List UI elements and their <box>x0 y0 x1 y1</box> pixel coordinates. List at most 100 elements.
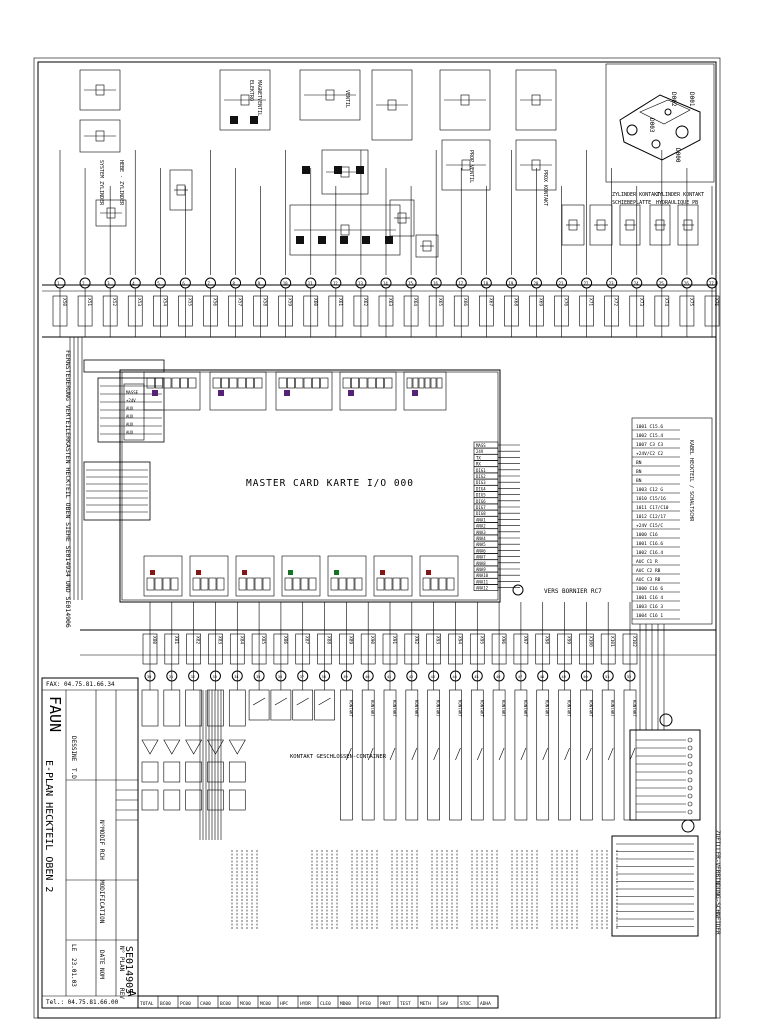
top-terminal-label-22: X72 <box>613 298 619 306</box>
device-box-8 <box>371 69 413 141</box>
device-box-12 <box>441 139 491 191</box>
bottom-terminal-5 <box>253 670 265 682</box>
top-terminal-num-18: 19 <box>508 281 513 286</box>
mc-pin-label-10: DIG7 <box>476 505 486 510</box>
bottom-terminal-num-12: 42 <box>409 675 413 679</box>
bottom-terminal-0 <box>144 670 156 682</box>
top-terminal-num-21: 22 <box>584 281 589 286</box>
right-list-item-12: 1000 C16 <box>636 532 658 538</box>
component-desc-1: HEBE - ZYLINDER <box>118 160 124 206</box>
bc-switch-16 <box>492 689 506 821</box>
svg-text:D002: D002 <box>670 92 677 107</box>
mc-top-block-2 <box>275 371 333 411</box>
bottom-terminal-label-16: X96 <box>500 636 506 644</box>
bottom-terminal-label-21: X101 <box>609 636 615 647</box>
bottom-terminal-label-20: X100 <box>587 636 593 647</box>
coil-9 <box>356 166 364 174</box>
right-list-item-15: AUC C1 R <box>636 559 658 565</box>
bc-tri-0 <box>141 739 159 755</box>
conn-pin-5 <box>687 777 693 783</box>
bottom-components: KONTAKT KONTAKT KONTAKT KONTAKT KONTAKT KONTA… <box>141 689 637 840</box>
bottom-terminal-label-9: X89 <box>347 636 353 644</box>
mc-pin-label-23: ANA12 <box>476 586 489 591</box>
top-terminal-num-0: 1 <box>57 281 60 286</box>
mc-pin-label-5: DIG2 <box>476 474 486 479</box>
bottom-terminal-1 <box>166 670 178 682</box>
bottom-terminal-num-16: 46 <box>496 675 500 679</box>
coil-7 <box>302 166 310 174</box>
vers-borner-label: VERS BORNIER RC7 <box>544 588 602 595</box>
component-desc-0: SYSTEM ZYLINDER <box>98 160 104 206</box>
coil-6 <box>385 236 393 244</box>
right-list-item-19: 1001 C16 4 <box>636 595 663 601</box>
bc-switch-17 <box>514 689 528 821</box>
top-terminal-label-7: X57 <box>237 298 243 306</box>
bottom-terminal-label-2: X82 <box>195 636 201 644</box>
top-terminal-label-17: X67 <box>487 298 493 306</box>
mc-pin-label-21: ANA10 <box>476 573 489 578</box>
top-terminal-num-6: 7 <box>207 281 210 286</box>
top-terminal-num-14: 15 <box>408 281 413 286</box>
plan-number: SE014905 <box>123 946 134 994</box>
top-terminal-label-19: X69 <box>537 298 543 306</box>
device-box-15 <box>561 204 585 246</box>
master-card-title: MASTER CARD KARTE I/O 000 <box>246 478 414 489</box>
bc-label-13: KONTAKT <box>436 700 441 717</box>
right-list-item-13: 1001 C16.6 <box>636 541 663 547</box>
mc-bottom-led-5 <box>380 570 385 575</box>
right-list-item-11: +24V C15/C <box>636 523 663 529</box>
mc-pin-label-13: ANA2 <box>476 524 486 529</box>
bottom-strip-cell-11: PFE0 <box>360 1001 371 1007</box>
bottom-terminal-2 <box>188 670 200 682</box>
bottom-terminal-label-4: X84 <box>238 636 244 644</box>
mc-left-text-0: MASSE <box>126 390 139 395</box>
top-terminal-num-22: 23 <box>609 281 614 286</box>
right-list-item-6: BN <box>636 478 642 484</box>
conn-pin-2 <box>687 753 693 759</box>
coil-0 <box>230 116 238 124</box>
left-interface-boxes <box>69 337 165 600</box>
top-terminal-label-6: X56 <box>211 298 217 306</box>
container-label: KONTAKT GESCHLOSSEN-CONTAINER <box>290 754 387 760</box>
bc-box-a-1 <box>163 689 181 727</box>
coil-8 <box>334 166 342 174</box>
bottom-strip-cell-0: TOTAL <box>140 1001 154 1007</box>
mc-pin-label-22: ANA11 <box>476 579 489 584</box>
mc-bottom-block-6 <box>419 555 459 597</box>
mc-pin-label-17: ANA6 <box>476 548 486 553</box>
mc-pin-label-14: ANA3 <box>476 530 486 535</box>
bottom-terminal-num-6: 36 <box>278 675 282 679</box>
bc-tri-2 <box>185 739 203 755</box>
mc-bottom-block-4 <box>327 555 367 597</box>
drawn-label: DESSINE <box>70 736 77 762</box>
top-terminal-label-0: X50 <box>61 298 67 306</box>
mc-pin-label-8: DIG5 <box>476 493 486 498</box>
mc-pin-label-19: ANA8 <box>476 561 486 566</box>
mc-bottom-block-0 <box>143 555 183 597</box>
bottom-terminal-14 <box>449 670 461 682</box>
mc-top-block-3 <box>339 371 397 411</box>
bottom-terminal-8 <box>319 670 331 682</box>
top-terminal-strip: 1X502X513X524X535X546X557X568X579X5810X5… <box>52 277 720 337</box>
inner-frame <box>37 61 717 1019</box>
top-terminal-num-1: 2 <box>82 281 85 286</box>
bc-label-11: KONTAKT <box>392 700 397 717</box>
coil-4 <box>340 236 348 244</box>
bottom-terminal-label-7: X87 <box>304 636 310 644</box>
bottom-terminal-13 <box>428 670 440 682</box>
modif-column: MODIFICATION <box>98 880 105 924</box>
top-terminal-num-11: 12 <box>333 281 338 286</box>
mc-pin-label-20: ANA9 <box>476 567 486 572</box>
bc-label-12: KONTAKT <box>414 700 419 717</box>
conn-ref-circle-2 <box>681 819 695 833</box>
company-name: FAUN <box>46 696 64 732</box>
bc-label-22: KONTAKT <box>632 700 637 717</box>
bc-label-16: KONTAKT <box>501 700 506 717</box>
conn-pin-9 <box>687 809 693 815</box>
zylinder-kontakt-sub-1: SCHIEBEPLATTE <box>612 200 651 206</box>
mc-top-led-2 <box>284 390 290 396</box>
bc-switch-21 <box>601 689 615 821</box>
top-terminal-label-12: X62 <box>362 298 368 306</box>
bc-box-b-7 <box>292 689 314 721</box>
